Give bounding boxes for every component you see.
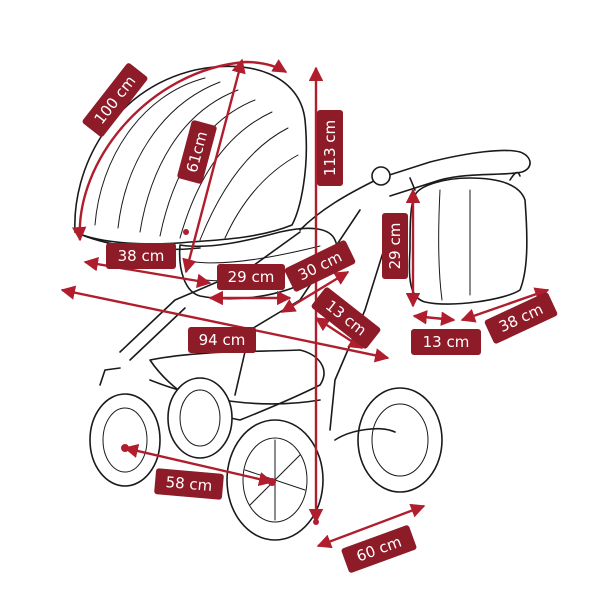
- arrow-wheelbase: [123, 443, 274, 487]
- dim-label-bag-depth: 13 cm: [411, 329, 481, 355]
- svg-text:29 cm: 29 cm: [386, 223, 404, 270]
- wheel-front-right: [167, 377, 233, 459]
- arrow-canopy-depth: [182, 58, 246, 274]
- dim-label-canopy-depth: 61cm: [177, 120, 217, 184]
- wheel-front-left: [89, 393, 161, 487]
- dim-label-bassinet-width: 30 cm: [284, 240, 356, 292]
- svg-text:29 cm: 29 cm: [228, 268, 275, 286]
- arrow-bassinet-width: [280, 270, 350, 314]
- arrow-bag-depth: [412, 310, 456, 326]
- bag: [408, 177, 528, 305]
- dim-label-canopy-arc: 100 cm: [82, 63, 148, 137]
- svg-text:94 cm: 94 cm: [199, 331, 246, 349]
- dim-label-wheelbase: 58 cm: [154, 468, 224, 500]
- dimension-lines: [60, 58, 550, 549]
- svg-text:13 cm: 13 cm: [423, 333, 470, 351]
- wheel-rear-right: [357, 387, 443, 493]
- dim-label-frame-depth: 13 cm: [311, 287, 381, 349]
- dim-label-bassinet-inner: 29 cm: [217, 264, 285, 290]
- dim-label-height: 113 cm: [317, 110, 343, 186]
- svg-text:38 cm: 38 cm: [118, 247, 165, 265]
- handlebar: [299, 149, 531, 231]
- arrow-bag-width: [460, 287, 550, 323]
- dim-label-bassinet-length: 38 cm: [106, 243, 176, 269]
- arrow-bassinet-length: [83, 257, 212, 288]
- arrow-frame-depth: [314, 316, 364, 350]
- stroller-drawing: [74, 65, 531, 541]
- arrow-base-width: [316, 503, 426, 549]
- dim-label-bag-height: 29 cm: [382, 213, 408, 279]
- svg-text:58 cm: 58 cm: [165, 473, 213, 495]
- dim-label-overall-length: 94 cm: [188, 327, 256, 353]
- svg-text:113 cm: 113 cm: [321, 120, 339, 176]
